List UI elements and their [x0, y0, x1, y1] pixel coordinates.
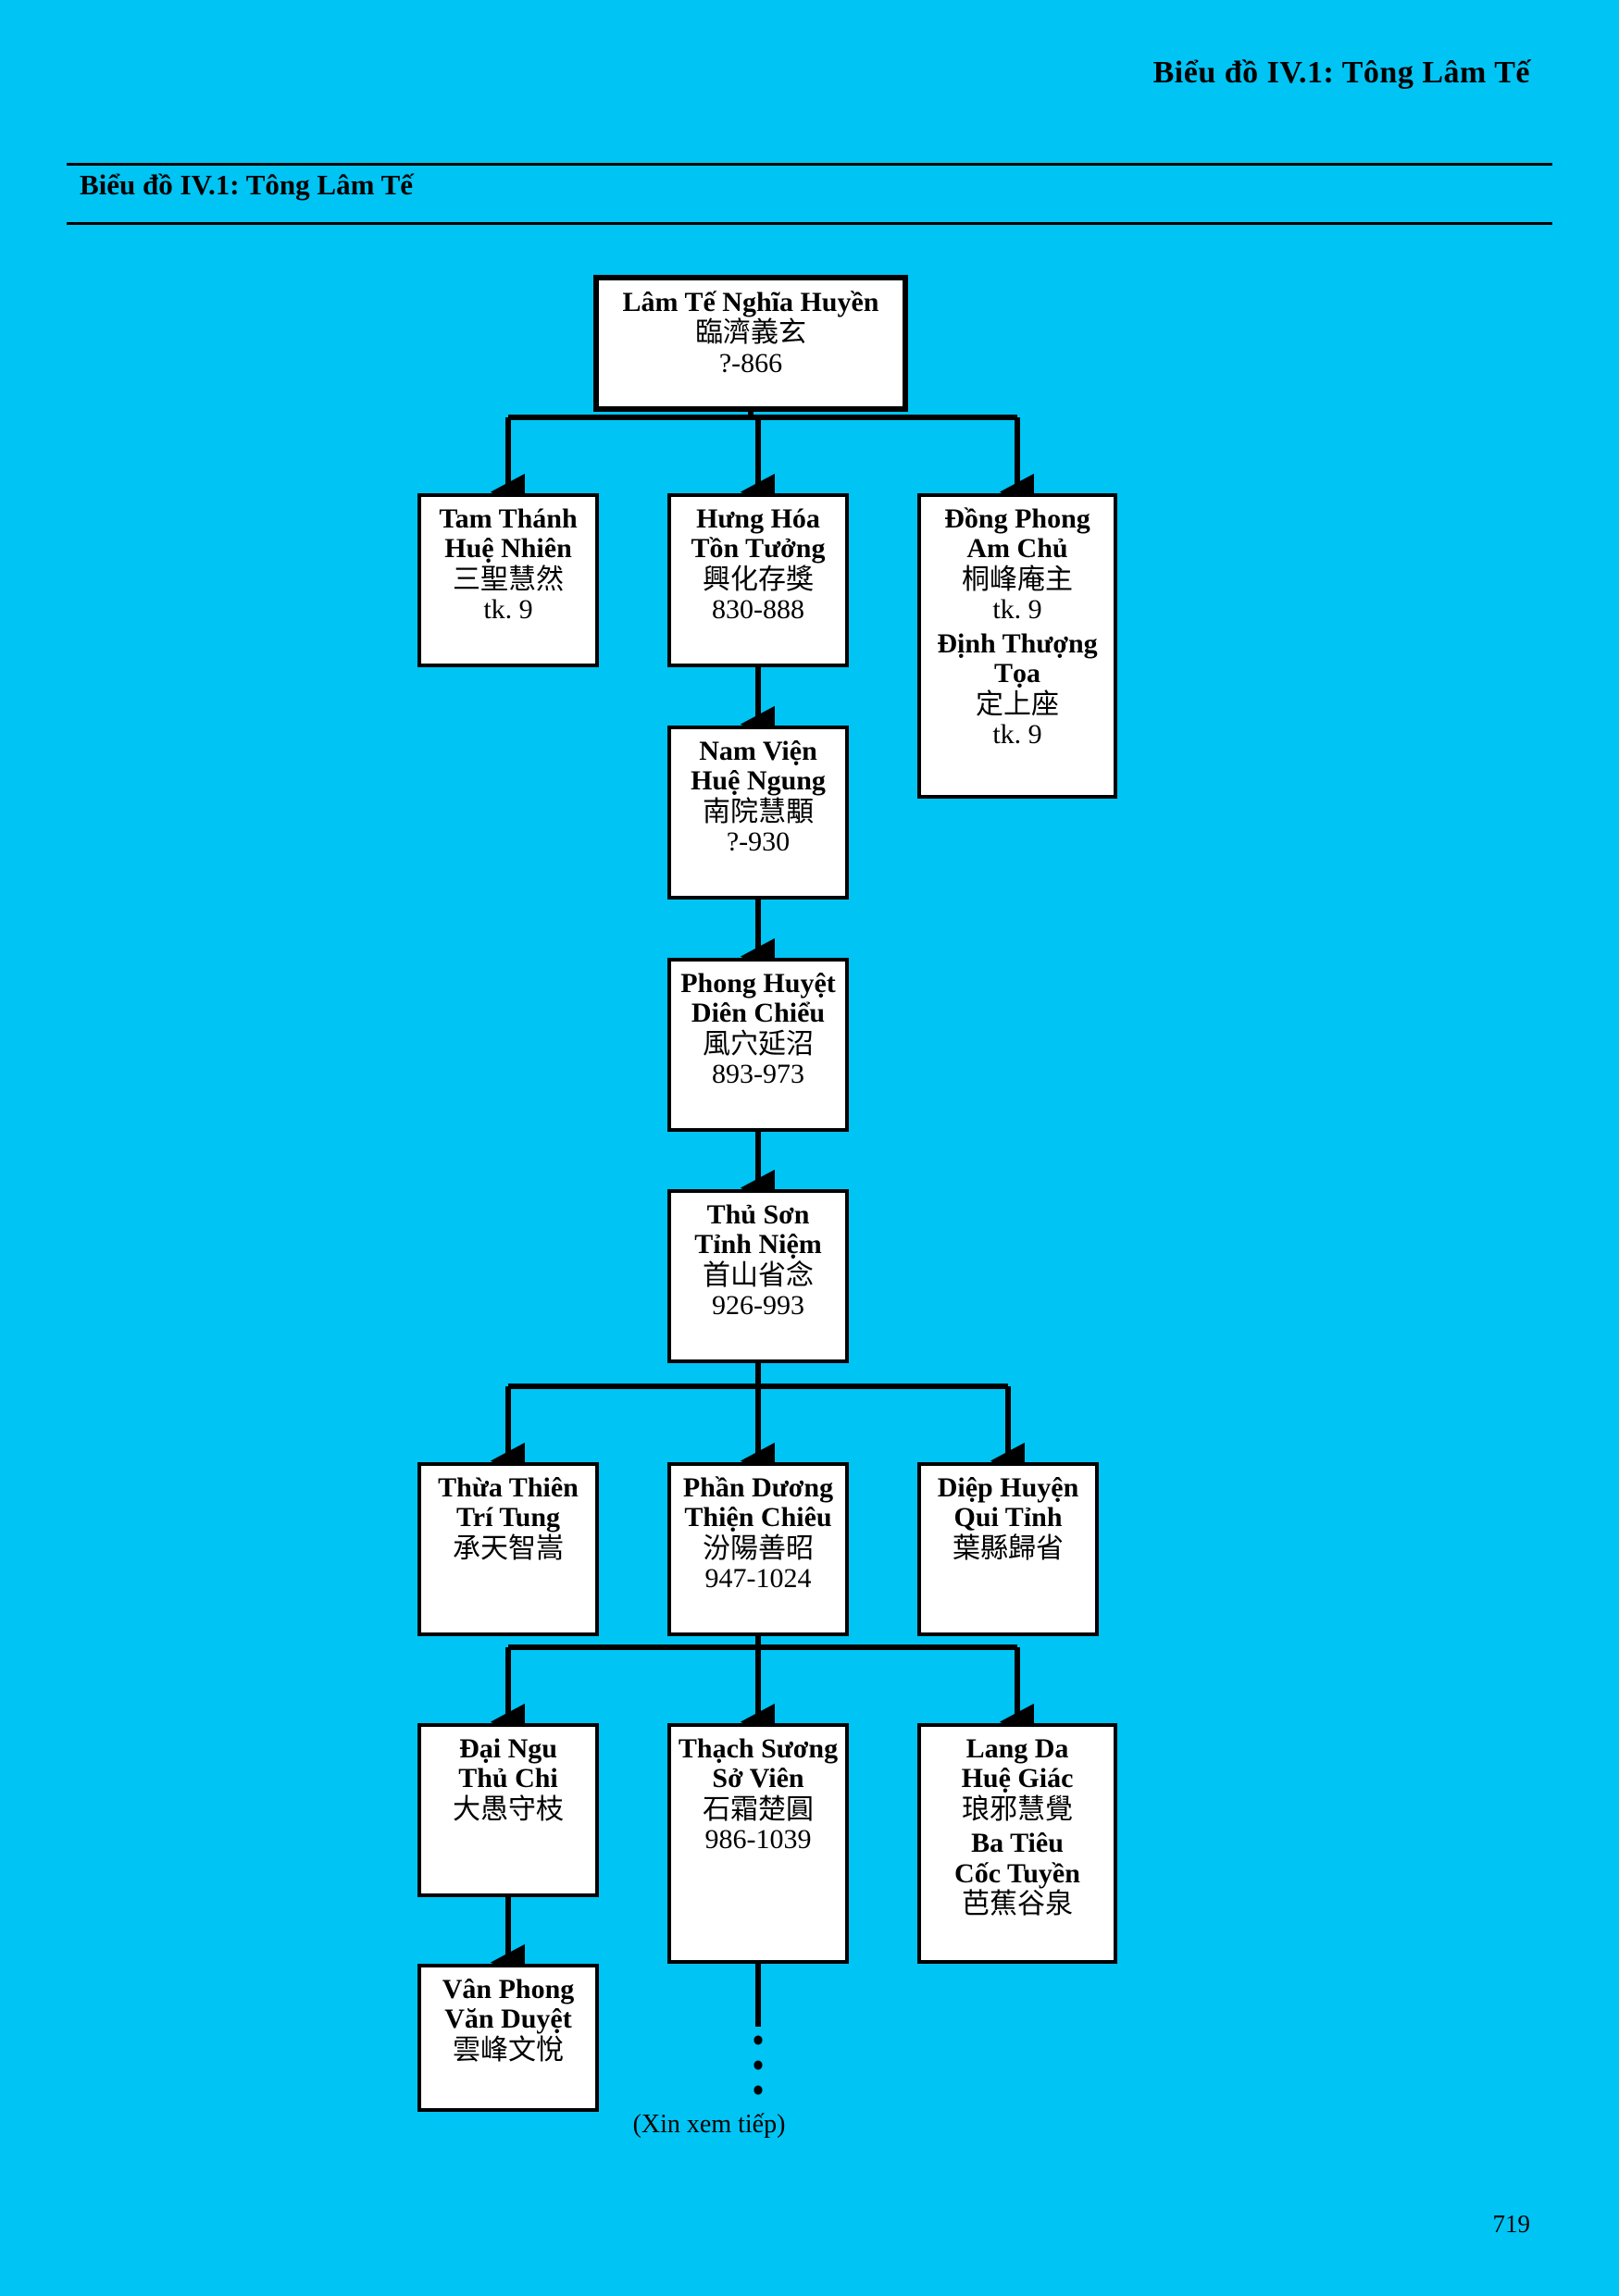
node-dai-ngu-thu-chi: Đại NguThủ Chi大愚守枝 [417, 1723, 599, 1897]
node-dates: tk. 9 [421, 595, 595, 625]
node-thua-thien-tri-tung: Thừa ThiênTrí Tung承天智嵩 [417, 1462, 599, 1636]
node-content: Lang DaHuệ Giác琅邪慧覺 Ba TiêuCốc Tuyền芭蕉谷泉 [921, 1727, 1114, 1920]
node-name-vietnamese: Tồn Tưởng [671, 534, 845, 564]
node-name-chinese: 琅邪慧覺 [921, 1794, 1114, 1826]
node-name-vietnamese: Định Thượng [921, 629, 1114, 659]
node-name-vietnamese: Tọa [921, 659, 1114, 689]
node-name-vietnamese: Thủ Sơn [671, 1200, 845, 1230]
node-nam-vien-hue-ngung: Nam ViệnHuệ Ngung南院慧顒?-930 [667, 726, 849, 900]
node-phan-duong-thien-chieu: Phần DươngThiện Chiêu汾陽善昭947-1024 [667, 1462, 849, 1636]
node-name-vietnamese: Sở Viên [671, 1764, 845, 1793]
node-name-chinese: 承天智嵩 [421, 1533, 595, 1565]
node-dates: 986-1039 [671, 1825, 845, 1855]
node-name-vietnamese: Thạch Sương [671, 1734, 845, 1764]
node-name-chinese: 風穴延沼 [671, 1029, 845, 1061]
node-dates: tk. 9 [921, 720, 1114, 750]
node-name-vietnamese: Huệ Giác [921, 1764, 1114, 1793]
node-name-vietnamese: Vân Phong [421, 1975, 595, 2004]
node-diep-huyen-qui-tinh: Diệp HuyệnQui Tỉnh葉縣歸省 [917, 1462, 1099, 1636]
node-name-chinese: 汾陽善昭 [671, 1533, 845, 1565]
node-name-vietnamese: Đại Ngu [421, 1734, 595, 1764]
node-content: Hưng HóaTồn Tưởng興化存獎830-888 [671, 497, 845, 626]
node-name-vietnamese: Hưng Hóa [671, 504, 845, 534]
node-name-vietnamese: Trí Tung [421, 1503, 595, 1533]
node-content: Thạch SươngSở Viên石霜楚圓986-1039 [671, 1727, 845, 1855]
node-thu-son-tinh-niem: Thủ SơnTỉnh Niệm首山省念926-993 [667, 1189, 849, 1363]
node-name-chinese: 臨濟義玄 [599, 317, 903, 349]
node-dates: 926-993 [671, 1291, 845, 1321]
node-name-vietnamese: Huệ Nhiên [421, 534, 595, 564]
node-name-vietnamese: Thừa Thiên [421, 1473, 595, 1503]
node-phong-huyet-dien-chieu: Phong HuyệtDiên Chiểu風穴延沼893-973 [667, 958, 849, 1132]
node-content: Đồng PhongAm Chủ桐峰庵主tk. 9Định ThượngTọa定… [921, 497, 1114, 751]
node-name-chinese: 定上座 [921, 689, 1114, 721]
node-tam-thanh-hue-nhien: Tam ThánhHuệ Nhiên三聖慧然tk. 9 [417, 493, 599, 667]
node-content: Diệp HuyệnQui Tỉnh葉縣歸省 [921, 1466, 1095, 1564]
node-dates: 893-973 [671, 1060, 845, 1089]
node-lang-da-hue-giac: Lang DaHuệ Giác琅邪慧覺 Ba TiêuCốc Tuyền芭蕉谷泉 [917, 1723, 1117, 1964]
node-name-chinese: 桐峰庵主 [921, 565, 1114, 596]
node-name-vietnamese: Huệ Ngung [671, 766, 845, 796]
node-name-chinese: 葉縣歸省 [921, 1533, 1095, 1565]
node-name-chinese: 興化存獎 [671, 565, 845, 596]
node-name-chinese: 首山省念 [671, 1260, 845, 1292]
node-name-vietnamese: Cốc Tuyền [921, 1859, 1114, 1889]
node-name-vietnamese: Nam Viện [671, 737, 845, 766]
continuation-note: (Xin xem tiếp) [633, 2110, 786, 2140]
node-name-chinese: 南院慧顒 [671, 797, 845, 828]
node-name-chinese: 大愚守枝 [421, 1794, 595, 1826]
node-content: Phần DươngThiện Chiêu汾陽善昭947-1024 [671, 1466, 845, 1595]
node-hung-hoa-ton-tuong: Hưng HóaTồn Tưởng興化存獎830-888 [667, 493, 849, 667]
node-name-vietnamese: Thủ Chi [421, 1764, 595, 1793]
node-content: Thủ SơnTỉnh Niệm首山省念926-993 [671, 1193, 845, 1322]
node-thach-suong-so-vien: Thạch SươngSở Viên石霜楚圓986-1039 [667, 1723, 849, 1964]
node-content: Lâm Tế Nghĩa Huyền臨濟義玄?-866 [599, 280, 903, 379]
node-name-vietnamese: Am Chủ [921, 534, 1114, 564]
node-name-vietnamese: Ba Tiêu [921, 1829, 1114, 1858]
node-name-vietnamese: Phần Dương [671, 1473, 845, 1503]
node-content: Vân PhongVăn Duyệt雲峰文悅 [421, 1967, 595, 2066]
node-name-vietnamese: Tỉnh Niệm [671, 1230, 845, 1260]
node-content: Tam ThánhHuệ Nhiên三聖慧然tk. 9 [421, 497, 595, 626]
node-name-vietnamese: Lâm Tế Nghĩa Huyền [599, 288, 903, 317]
node-name-vietnamese: Diệp Huyện [921, 1473, 1095, 1503]
node-name-vietnamese: Diên Chiểu [671, 999, 845, 1028]
node-dates: 830-888 [671, 595, 845, 625]
node-content: Thừa ThiênTrí Tung承天智嵩 [421, 1466, 595, 1564]
node-name-chinese: 三聖慧然 [421, 565, 595, 596]
node-dates: ?-930 [671, 827, 845, 857]
node-name-vietnamese: Văn Duyệt [421, 2004, 595, 2034]
node-content: Nam ViệnHuệ Ngung南院慧顒?-930 [671, 729, 845, 858]
node-dong-phong-am-chu: Đồng PhongAm Chủ桐峰庵主tk. 9Định ThượngTọa定… [917, 493, 1117, 799]
node-name-vietnamese: Tam Thánh [421, 504, 595, 534]
node-name-vietnamese: Phong Huyệt [671, 969, 845, 999]
node-content: Đại NguThủ Chi大愚守枝 [421, 1727, 595, 1825]
node-name-vietnamese: Lang Da [921, 1734, 1114, 1764]
node-lam-te-nghia-huyen: Lâm Tế Nghĩa Huyền臨濟義玄?-866 [593, 275, 908, 412]
node-name-chinese: 芭蕉谷泉 [921, 1889, 1114, 1920]
node-van-phong-van-duyet: Vân PhongVăn Duyệt雲峰文悅 [417, 1964, 599, 2112]
node-name-vietnamese: Qui Tỉnh [921, 1503, 1095, 1533]
node-name-vietnamese: Đồng Phong [921, 504, 1114, 534]
node-name-chinese: 石霜楚圓 [671, 1794, 845, 1826]
node-name-chinese: 雲峰文悅 [421, 2035, 595, 2066]
node-name-vietnamese: Thiện Chiêu [671, 1503, 845, 1533]
node-content: Phong HuyệtDiên Chiểu風穴延沼893-973 [671, 962, 845, 1090]
node-dates: tk. 9 [921, 595, 1114, 625]
node-dates: 947-1024 [671, 1564, 845, 1594]
node-dates: ?-866 [599, 349, 903, 379]
